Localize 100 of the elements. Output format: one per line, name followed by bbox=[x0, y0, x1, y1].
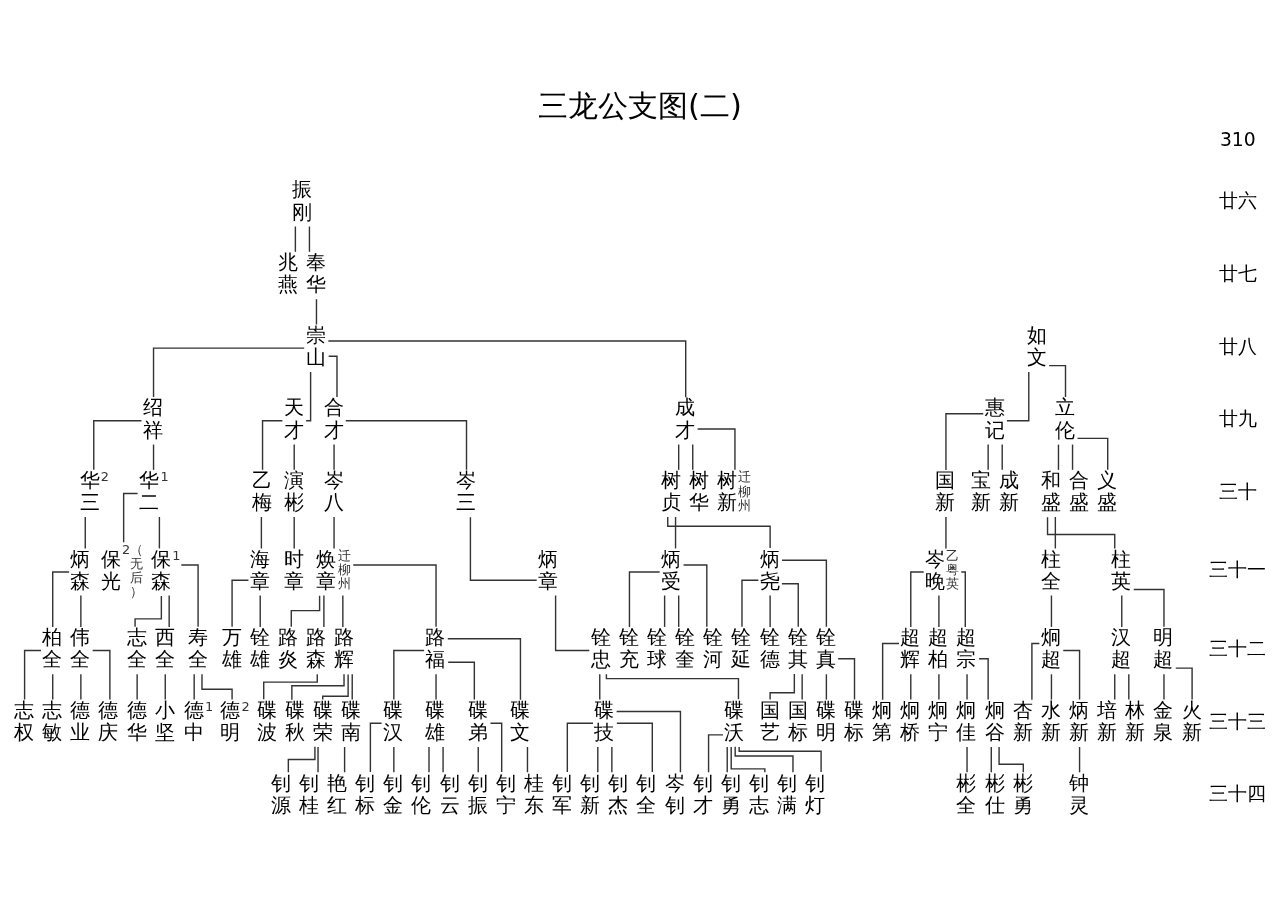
node-text: 万雄 bbox=[221, 625, 242, 671]
node-text: 合才 bbox=[323, 395, 344, 442]
connector bbox=[291, 672, 345, 700]
node-text: 奉华 bbox=[305, 250, 326, 296]
node-text: 寿全 bbox=[187, 625, 208, 671]
node-text: 炳新 bbox=[1069, 698, 1090, 744]
node-text: 志敏 bbox=[42, 698, 63, 744]
node-text: 汉超 bbox=[1111, 625, 1132, 671]
connector bbox=[261, 419, 284, 470]
node-text: 绍祥 bbox=[142, 395, 163, 442]
connector bbox=[682, 563, 708, 627]
node-text: 铨真 bbox=[815, 625, 836, 671]
connector bbox=[1163, 673, 1165, 700]
connector bbox=[881, 642, 900, 700]
node-text: 水新 bbox=[1040, 698, 1061, 744]
connector bbox=[80, 673, 82, 700]
node-text: 钊勇 bbox=[720, 771, 741, 817]
node-text: 炯佳 bbox=[956, 698, 977, 744]
connector bbox=[23, 649, 42, 700]
label: 廿七 bbox=[1218, 262, 1257, 284]
connector bbox=[825, 673, 828, 700]
node-text: 立伦 bbox=[1054, 395, 1075, 442]
connector bbox=[1121, 594, 1123, 628]
node-text: 岑晚 bbox=[924, 547, 945, 593]
connector bbox=[677, 443, 680, 471]
node-text: 路福 bbox=[425, 625, 446, 671]
node-text: 树新 bbox=[717, 468, 738, 514]
label: 廿九 bbox=[1218, 407, 1257, 429]
connector bbox=[1128, 673, 1130, 700]
connector bbox=[566, 722, 594, 773]
node-text: 西全 bbox=[154, 625, 175, 671]
connector bbox=[477, 745, 479, 773]
node-text: 杏新 bbox=[1012, 698, 1033, 744]
node-text: 炯超 bbox=[1040, 625, 1061, 671]
connector bbox=[345, 419, 468, 470]
node-text: 超宗 bbox=[956, 625, 977, 671]
node-text: 炯第 bbox=[872, 698, 893, 744]
node-text: 岑八 bbox=[323, 468, 344, 514]
connector bbox=[615, 710, 682, 773]
connector bbox=[351, 673, 353, 700]
node-text: 德华 bbox=[126, 698, 147, 744]
node-text: 钊灯 bbox=[805, 771, 826, 817]
connector bbox=[667, 515, 771, 549]
node-text: 柱全 bbox=[1040, 547, 1061, 593]
node-text: 炳受 bbox=[661, 547, 682, 593]
node-text: 铨其 bbox=[787, 625, 808, 671]
connector bbox=[428, 745, 430, 773]
node-label: 1 bbox=[160, 468, 169, 484]
connector bbox=[987, 443, 989, 471]
node-text: 铨德 bbox=[759, 625, 780, 671]
node-text: 海章 bbox=[249, 547, 270, 593]
connector bbox=[327, 339, 687, 398]
node-text: 志全 bbox=[126, 625, 147, 671]
node-text: 演彬 bbox=[283, 468, 304, 514]
node-text: 国新 bbox=[935, 468, 956, 514]
connector bbox=[469, 515, 538, 581]
node-text: 伟全 bbox=[70, 625, 91, 671]
connector bbox=[342, 594, 344, 628]
node-label: 2 bbox=[121, 541, 131, 557]
connector bbox=[294, 225, 297, 253]
connector bbox=[260, 515, 263, 549]
node-text: 岑钊 bbox=[664, 771, 685, 817]
node-text: 钊军 bbox=[552, 771, 573, 817]
connector bbox=[611, 745, 613, 773]
node-text: 钊源 bbox=[270, 771, 291, 817]
node-text: 艳红 bbox=[327, 771, 348, 817]
node-text: 彬勇 bbox=[1012, 771, 1033, 817]
node-text: 金泉 bbox=[1153, 698, 1174, 744]
connector bbox=[1048, 364, 1067, 398]
diagram-title: 三龙公支图(二) bbox=[538, 87, 742, 123]
connector bbox=[945, 412, 984, 471]
node-text: 惠记 bbox=[984, 395, 1005, 442]
connector bbox=[605, 673, 740, 700]
node-text: 碟标 bbox=[843, 698, 864, 744]
node-text: 铨奎 bbox=[675, 625, 696, 671]
connector bbox=[293, 515, 295, 549]
connector bbox=[84, 515, 86, 549]
node-text: 宝新 bbox=[970, 468, 991, 514]
node-text: 炳尧 bbox=[759, 547, 780, 593]
node-label: 2 bbox=[100, 468, 109, 484]
connector bbox=[677, 594, 680, 628]
connector bbox=[369, 722, 383, 773]
connector bbox=[343, 745, 346, 773]
node-text: 碟雄 bbox=[425, 698, 446, 744]
connector bbox=[1054, 515, 1057, 549]
connector bbox=[180, 563, 199, 627]
node-text: 碟沃 bbox=[724, 698, 745, 744]
node-text: 钊全 bbox=[636, 771, 657, 817]
connector bbox=[966, 673, 968, 700]
node-text: 铨延 bbox=[731, 625, 752, 671]
connector bbox=[966, 745, 968, 773]
label: 三十二 bbox=[1209, 637, 1267, 659]
connector bbox=[1076, 437, 1109, 470]
node-text: 国标 bbox=[787, 698, 808, 744]
connector bbox=[1078, 745, 1081, 773]
label: 廿八 bbox=[1218, 335, 1257, 357]
node-text: 柱英 bbox=[1111, 547, 1132, 593]
node-text: 树华 bbox=[689, 468, 710, 514]
node-text: 钊新 bbox=[580, 771, 601, 817]
node-text: 彬全 bbox=[956, 771, 977, 817]
